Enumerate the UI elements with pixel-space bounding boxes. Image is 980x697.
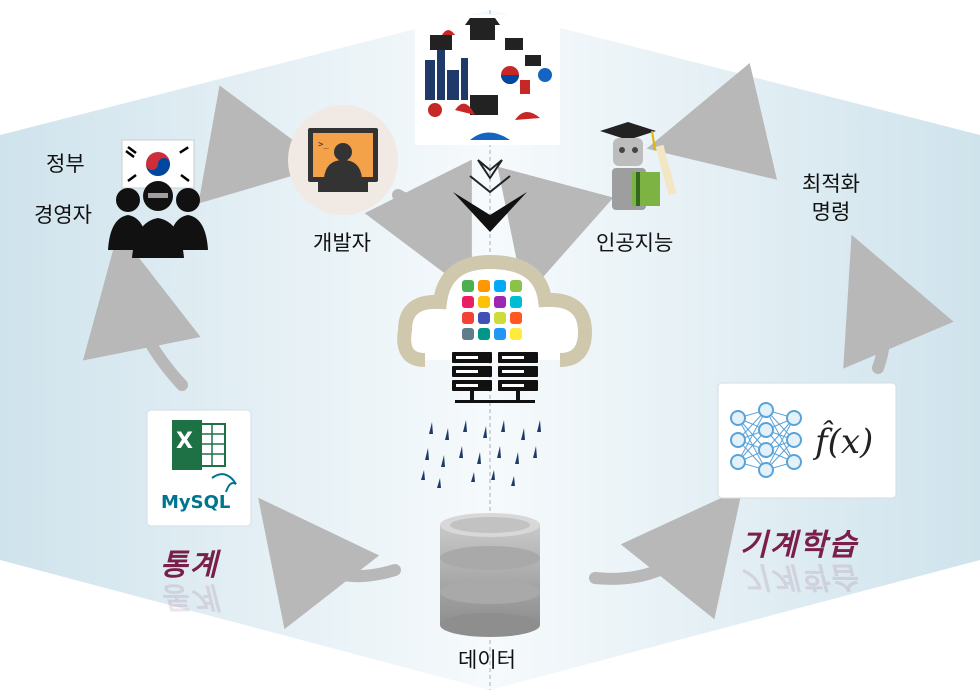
mysql-logo-text: MySQL bbox=[161, 492, 231, 513]
nn-node bbox=[758, 462, 774, 478]
nn-node bbox=[786, 410, 802, 426]
cloud-apps-icon bbox=[397, 254, 593, 367]
korea-culture-collage-icon bbox=[415, 15, 560, 145]
neural-network-icon bbox=[730, 402, 802, 478]
funnel-arrow-icon bbox=[453, 159, 527, 232]
arrow-data-to-stat bbox=[258, 497, 401, 630]
mysql-logo: MySQL bbox=[161, 492, 230, 513]
arrow-dev-to-center bbox=[364, 159, 472, 294]
label-statistics-reflection: 통계 bbox=[160, 579, 220, 614]
robot-graduate-icon bbox=[600, 122, 677, 210]
nn-edge bbox=[737, 409, 767, 463]
server-icon bbox=[452, 352, 538, 403]
nn-node bbox=[758, 442, 774, 458]
excel-icon bbox=[172, 420, 226, 470]
nn-node bbox=[758, 402, 774, 418]
arrow-stat-to-exec bbox=[82, 231, 201, 391]
developer-icon: >_ bbox=[288, 105, 398, 215]
excel-letter: X bbox=[176, 429, 193, 454]
label-optimization-line2: 명령 bbox=[811, 200, 851, 224]
arrow-exec-to-dev bbox=[198, 85, 328, 204]
mysql-dolphin-icon bbox=[211, 473, 237, 493]
nn-edge bbox=[765, 409, 795, 463]
nn-node bbox=[786, 432, 802, 448]
label-ai: 인공지능 bbox=[596, 231, 674, 255]
nn-node bbox=[730, 454, 746, 470]
rain-icon bbox=[421, 420, 541, 488]
ml-formula: f̂(x) bbox=[815, 422, 874, 462]
arrow-ai-to-center bbox=[497, 166, 614, 298]
korea-flag-icon bbox=[121, 139, 195, 189]
arrow-ml-to-opt bbox=[843, 234, 954, 374]
database-icon bbox=[440, 513, 540, 637]
arrow-data-to-ml bbox=[589, 488, 743, 620]
label-optimization-line1: 최적화 bbox=[802, 172, 860, 196]
nn-node bbox=[758, 422, 774, 438]
label-data: 데이터 bbox=[458, 648, 516, 672]
nn-edge bbox=[765, 417, 795, 471]
svg-text:>_: >_ bbox=[318, 140, 329, 150]
nn-node bbox=[786, 454, 802, 470]
app-grid-icon bbox=[462, 280, 522, 340]
cycle-arrows bbox=[82, 62, 954, 630]
label-executive: 경영자 bbox=[34, 203, 92, 227]
nn-node bbox=[730, 432, 746, 448]
arrow-opt-to-ai bbox=[646, 62, 778, 180]
label-statistics: 통계 bbox=[160, 548, 220, 583]
label-government: 정부 bbox=[46, 152, 85, 176]
label-machine-learning-reflection: 기계학습 bbox=[740, 559, 859, 594]
label-optimization: 최적화 명령 bbox=[795, 170, 867, 226]
label-machine-learning: 기계학습 bbox=[740, 528, 859, 563]
label-developer: 개발자 bbox=[313, 231, 371, 255]
nn-node bbox=[730, 410, 746, 426]
nn-edge bbox=[737, 417, 767, 471]
executives-icon bbox=[108, 181, 208, 258]
